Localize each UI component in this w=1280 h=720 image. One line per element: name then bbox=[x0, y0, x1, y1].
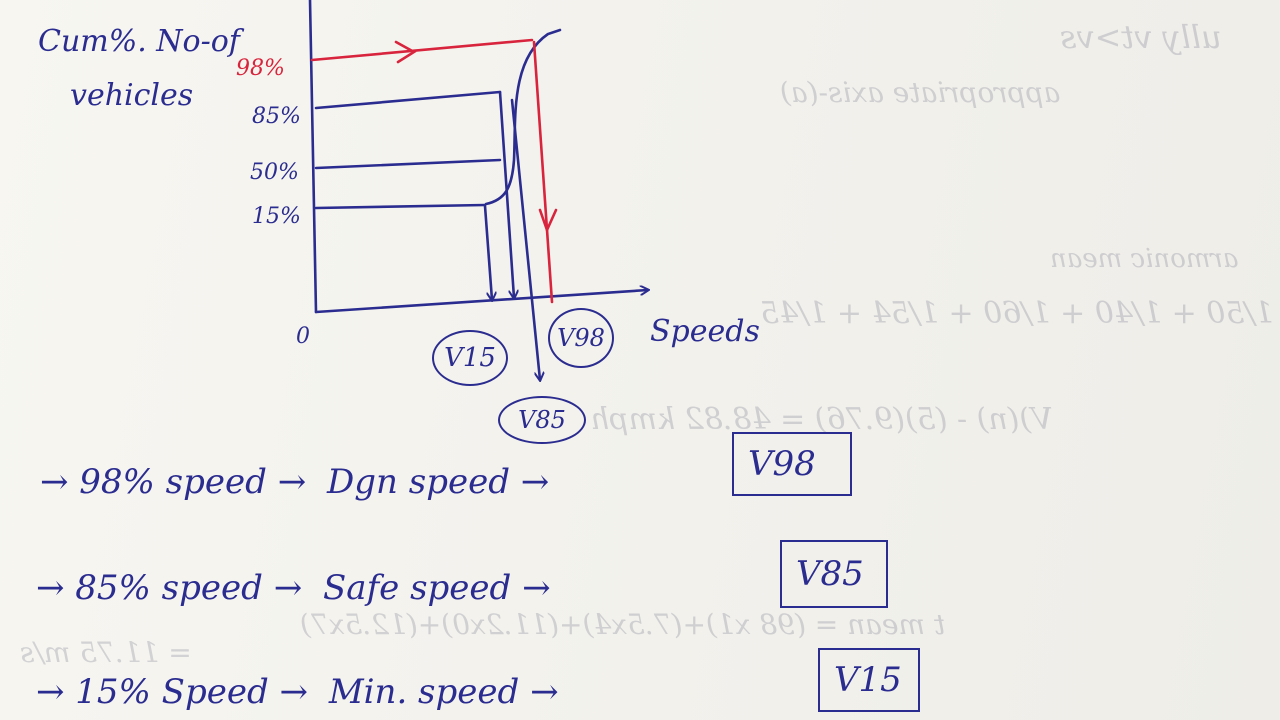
y-axis-label-line-1: Cum%. No-of bbox=[38, 24, 240, 59]
tick-15: 15% bbox=[252, 204, 301, 229]
note-row-85: → 85% speed → Safe speed → bbox=[36, 568, 551, 608]
note-15-percent: → 15% Speed → bbox=[36, 672, 309, 712]
y-axis bbox=[308, 0, 318, 314]
note-98-name: Dgn speed → bbox=[327, 462, 550, 502]
tick-50: 50% bbox=[250, 160, 299, 185]
line-85 bbox=[314, 90, 502, 110]
line-98 bbox=[310, 38, 534, 62]
y-axis-label-line-2: vehicles bbox=[70, 78, 194, 113]
v85-circle: V85 bbox=[498, 396, 586, 444]
note-15-name: Min. speed → bbox=[328, 672, 559, 712]
note-85-box: V85 bbox=[780, 540, 888, 608]
note-85-name: Safe speed → bbox=[323, 568, 551, 608]
line-15 bbox=[314, 203, 487, 210]
arrow-98-mark bbox=[394, 40, 417, 64]
v15-label: V15 bbox=[444, 343, 496, 373]
drop-v98 bbox=[532, 40, 554, 304]
note-row-15: → 15% Speed → Min. speed → bbox=[36, 672, 559, 712]
arrow-v98-mark bbox=[538, 208, 558, 234]
note-98-percent: → 98% speed → bbox=[40, 462, 307, 502]
tick-98: 98% bbox=[236, 56, 285, 81]
note-15-box: V15 bbox=[818, 648, 920, 712]
ogive-curve bbox=[484, 28, 562, 206]
drop-v85 bbox=[510, 98, 540, 380]
v98-label: V98 bbox=[557, 324, 605, 352]
v98-circle: V98 bbox=[548, 308, 614, 368]
line-50 bbox=[314, 158, 502, 170]
drop-v15 bbox=[483, 204, 492, 300]
note-98-box: V98 bbox=[732, 432, 852, 496]
x-axis bbox=[314, 290, 648, 314]
note-85-percent: → 85% speed → bbox=[36, 568, 303, 608]
x-axis-label: Speeds bbox=[650, 314, 760, 349]
tick-85: 85% bbox=[252, 104, 301, 129]
drop-v50 bbox=[498, 90, 514, 298]
origin-label: 0 bbox=[296, 324, 310, 349]
v85-label: V85 bbox=[518, 406, 566, 434]
note-row-98: → 98% speed → Dgn speed → bbox=[40, 462, 549, 502]
v15-circle: V15 bbox=[432, 330, 508, 386]
